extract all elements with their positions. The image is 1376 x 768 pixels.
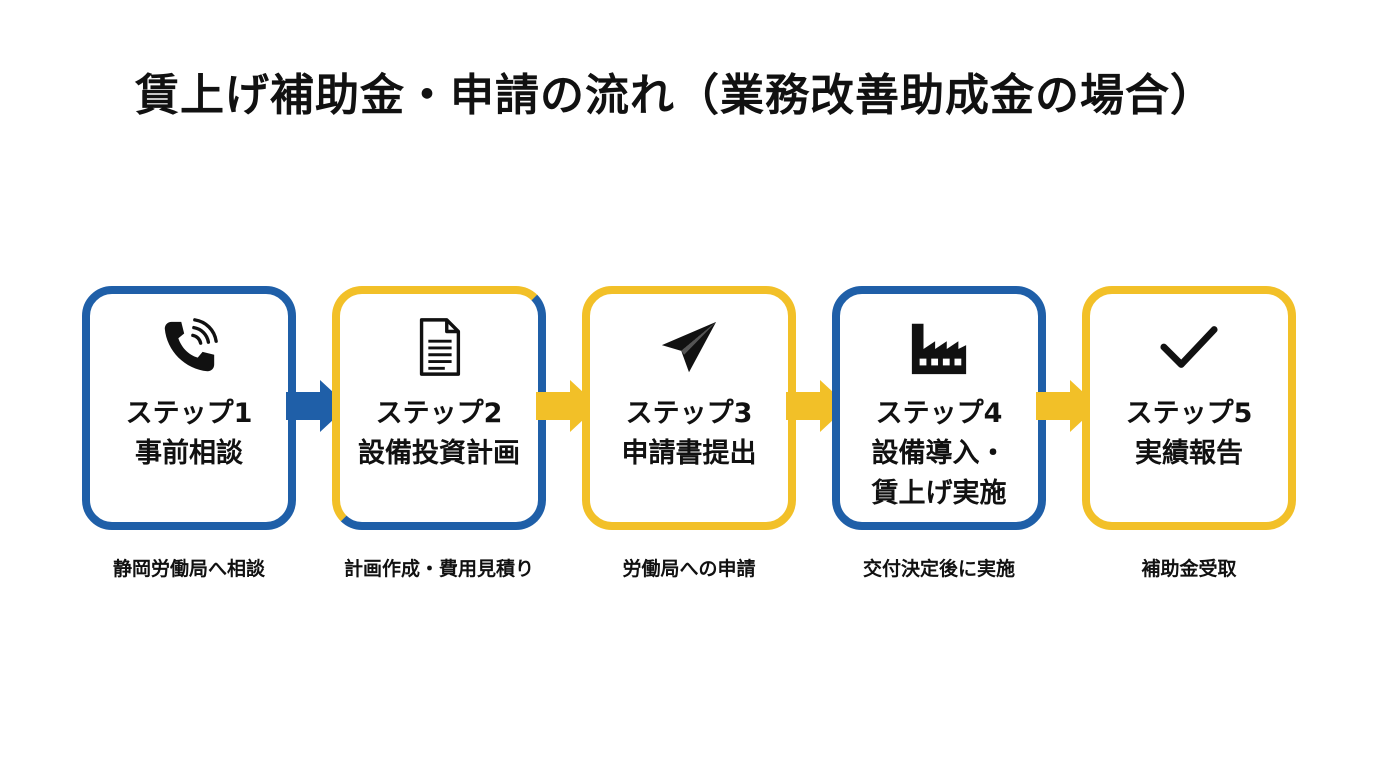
step-card-4: ステップ4 設備導入・ 賃上げ実施: [832, 286, 1046, 530]
document-icon: [408, 316, 470, 378]
step-name: 設備投資計画: [358, 438, 520, 469]
step-caption-5: 補助金受取: [1141, 558, 1237, 580]
step-name: 設備導入・: [871, 438, 1007, 469]
step-card-1: ステップ1 事前相談: [82, 286, 296, 530]
checkmark-icon: [1158, 316, 1220, 378]
phone-icon: [158, 316, 220, 378]
step-number: ステップ4: [875, 398, 1003, 429]
page-title: 賃上げ補助金・申請の流れ（業務改善助成金の場合）: [135, 70, 1215, 121]
step-name: 申請書提出: [621, 438, 757, 469]
paper-plane-icon: [658, 316, 720, 378]
step-number: ステップ1: [125, 398, 253, 429]
step-name: 事前相談: [135, 438, 243, 469]
step-card-3: ステップ3 申請書提出: [582, 286, 796, 530]
step-name: 実績報告: [1135, 438, 1243, 469]
factory-icon: [908, 316, 970, 378]
step-card-2: ステップ2 設備投資計画: [332, 286, 546, 530]
step-card-5: ステップ5 実績報告: [1082, 286, 1296, 530]
step-number: ステップ3: [625, 398, 753, 429]
step-caption-1: 静岡労働局へ相談: [112, 558, 265, 580]
step-number: ステップ2: [375, 398, 503, 429]
step-name-line-2: 賃上げ実施: [871, 478, 1007, 509]
step-caption-3: 労働局への申請: [622, 558, 756, 580]
step-caption-4: 交付決定後に実施: [862, 558, 1015, 580]
step-number: ステップ5: [1125, 398, 1253, 429]
step-caption-2: 計画作成・費用見積り: [343, 558, 534, 580]
